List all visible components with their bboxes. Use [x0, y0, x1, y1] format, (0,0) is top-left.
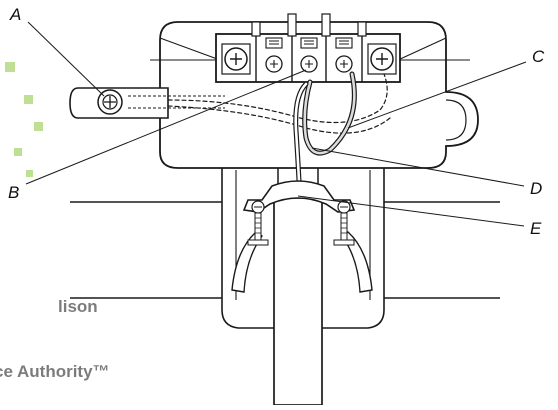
box-right-lug: [445, 99, 467, 141]
callout-d: D: [530, 179, 542, 198]
callout-b: B: [8, 183, 19, 202]
watermark: lison ce Authority™: [0, 62, 110, 381]
watermark-line2: ce Authority™: [0, 362, 110, 381]
wires: [167, 71, 391, 203]
leader-c: [347, 61, 527, 129]
clamp-screw-left: [247, 200, 269, 246]
leader-b: [25, 69, 307, 185]
callout-a: A: [9, 5, 21, 24]
callout-c: C: [532, 47, 545, 66]
leader-d: [311, 147, 525, 187]
leader-lines: [25, 21, 527, 227]
clamp-screw-right: [333, 200, 355, 246]
ground-strap-rail: [128, 95, 225, 109]
watermark-line1: lison: [58, 297, 98, 316]
wire-d-inner: [294, 82, 308, 202]
conduit: [273, 181, 323, 406]
terminal-screw-mid-1: [265, 37, 283, 73]
wire-c-inner: [303, 72, 356, 155]
terminal-screw-mid-3: [335, 37, 353, 73]
callout-e: E: [530, 219, 542, 238]
terminal-screw-mid-2: [300, 37, 318, 73]
watermark-dots: [5, 62, 43, 177]
terminal-screw-left: [221, 43, 251, 75]
leader-e: [297, 195, 525, 227]
leader-a: [27, 21, 105, 97]
terminal-screw-right: [367, 43, 397, 75]
terminal-block: [215, 13, 401, 83]
side-wires: [150, 37, 470, 61]
